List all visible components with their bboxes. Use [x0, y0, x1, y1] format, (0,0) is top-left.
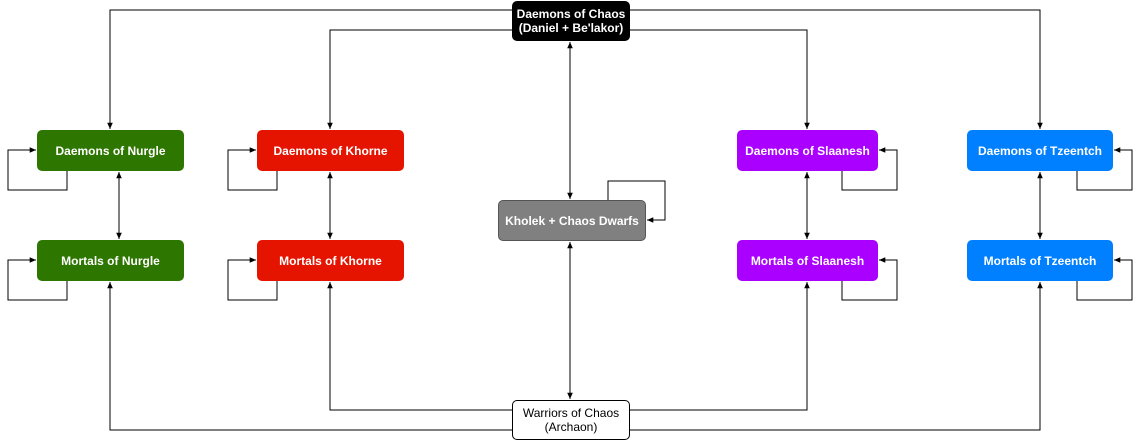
edge-warriors-to-mortals-nurgle	[107, 282, 512, 431]
node-daemons-of-slaanesh: Daemons of Slaanesh	[737, 130, 878, 171]
self-loop-mortals-nurgle	[7, 257, 68, 301]
node-mortals-of-nurgle: Mortals of Nurgle	[37, 240, 184, 281]
edge-chaos-to-daemons-nurgle	[107, 9, 512, 129]
node-daemons-of-slaanesh-label: Daemons of Slaanesh	[745, 143, 870, 158]
node-warriors-of-chaos: Warriors of Chaos (Archaon)	[512, 400, 630, 440]
node-mortals-of-slaanesh: Mortals of Slaanesh	[737, 240, 878, 281]
edge-warriors-to-mortals-khorne	[327, 282, 512, 411]
self-loop-daemons-slaanesh	[841, 147, 898, 191]
node-mortals-of-khorne: Mortals of Khorne	[257, 240, 404, 281]
node-daemons-of-tzeentch-label: Daemons of Tzeentch	[977, 143, 1103, 158]
node-warriors-of-chaos-subtitle: (Archaon)	[544, 420, 598, 434]
edge-chaos-to-daemons-khorne	[327, 29, 512, 129]
node-mortals-of-nurgle-label: Mortals of Nurgle	[61, 253, 160, 268]
node-daemons-of-tzeentch: Daemons of Tzeentch	[967, 130, 1113, 171]
self-loop-mortals-tzeentch	[1076, 257, 1133, 301]
self-loop-mortals-slaanesh	[841, 257, 898, 301]
node-daemons-of-khorne: Daemons of Khorne	[257, 130, 404, 171]
self-loop-daemons-khorne	[227, 147, 278, 191]
node-mortals-of-tzeentch-label: Mortals of Tzeentch	[983, 253, 1097, 268]
node-daemons-of-chaos-subtitle: (Daniel + Be'lakor)	[518, 21, 624, 35]
node-kholek-chaos-dwarfs: Kholek + Chaos Dwarfs	[498, 200, 646, 241]
node-mortals-of-khorne-label: Mortals of Khorne	[279, 253, 382, 268]
node-mortals-of-slaanesh-label: Mortals of Slaanesh	[750, 253, 865, 268]
node-daemons-of-nurgle-label: Daemons of Nurgle	[55, 143, 166, 158]
self-loop-kholek	[607, 180, 666, 223]
edge-warriors-to-mortals-tzeentch	[630, 282, 1043, 431]
node-daemons-of-chaos: Daemons of Chaos (Daniel + Be'lakor)	[512, 1, 630, 41]
node-daemons-of-nurgle: Daemons of Nurgle	[37, 130, 184, 171]
self-loop-daemons-nurgle	[7, 147, 68, 191]
node-daemons-of-chaos-title: Daemons of Chaos	[516, 7, 626, 21]
edge-chaos-to-daemons-tzeentch	[630, 9, 1043, 129]
node-daemons-of-khorne-label: Daemons of Khorne	[273, 143, 388, 158]
node-kholek-chaos-dwarfs-label: Kholek + Chaos Dwarfs	[505, 213, 639, 228]
node-mortals-of-tzeentch: Mortals of Tzeentch	[967, 240, 1113, 281]
self-loop-mortals-khorne	[227, 257, 278, 301]
edge-chaos-to-daemons-slaanesh	[630, 29, 810, 129]
edge-warriors-to-mortals-slaanesh	[630, 282, 810, 411]
node-warriors-of-chaos-title: Warriors of Chaos	[522, 406, 620, 420]
self-loop-daemons-tzeentch	[1076, 147, 1133, 191]
